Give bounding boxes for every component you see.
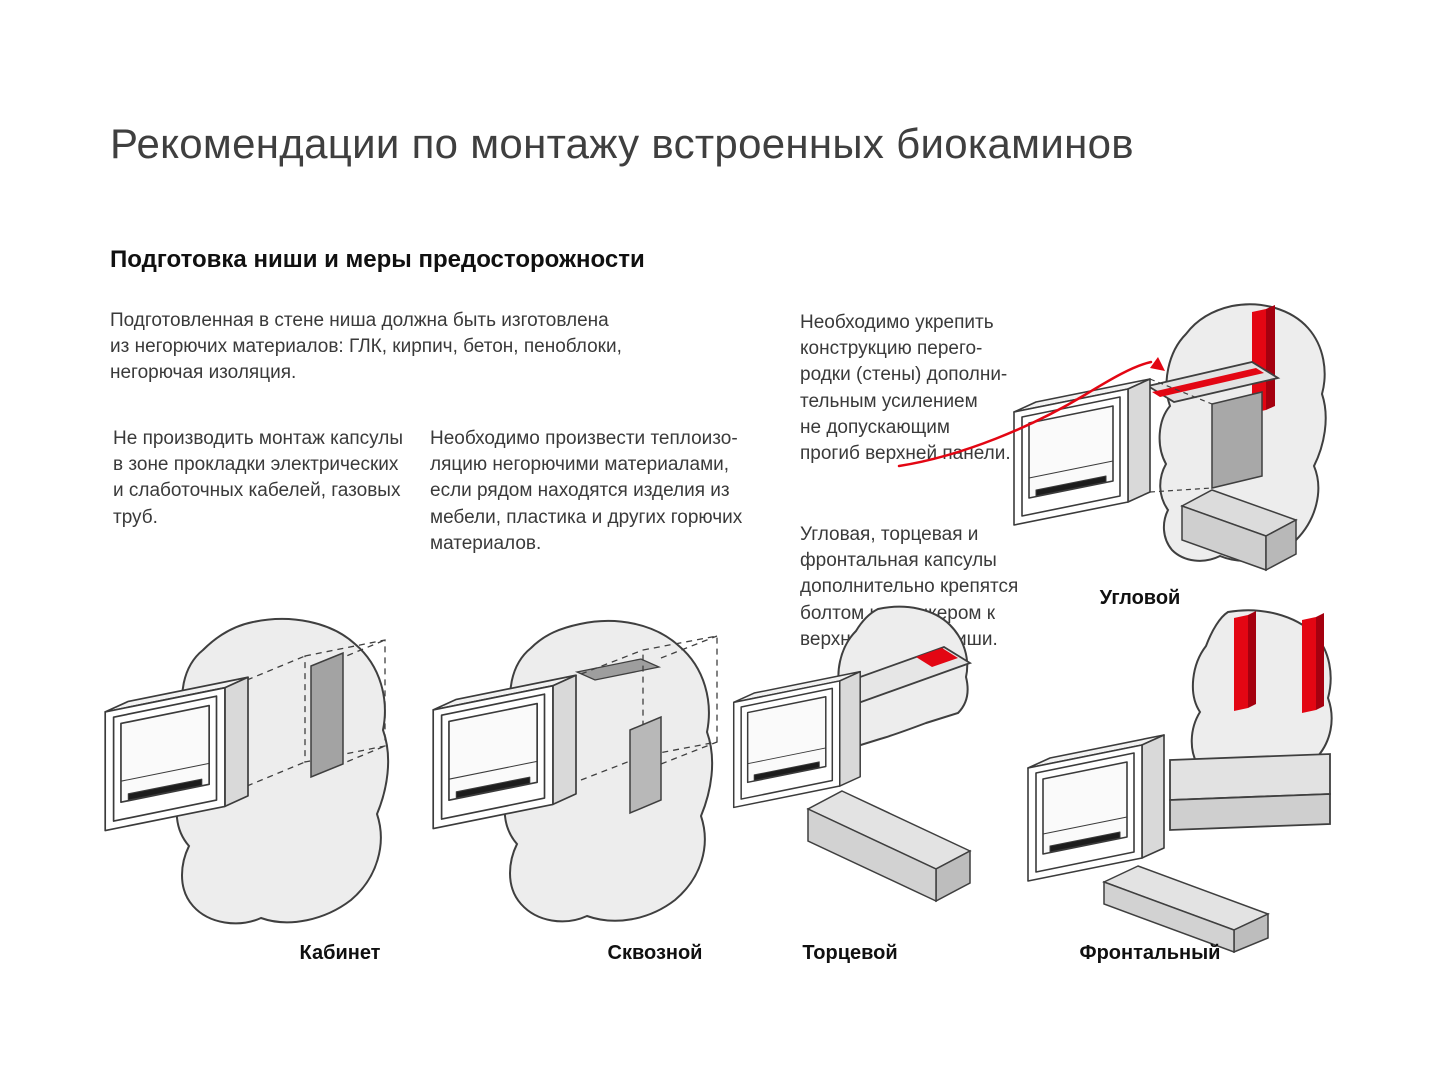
cabinet-niche-wall — [310, 651, 344, 779]
intro-paragraph: Подготовленная в стене ниша должна быть … — [110, 310, 622, 384]
arrow-head — [1150, 357, 1165, 371]
end-panel-red-stripe — [916, 648, 958, 667]
cabinet-hidden-box — [246, 639, 386, 787]
section-heading: Подготовка ниши и меры предосторожности — [110, 246, 645, 273]
page-title: Рекомендации по монтажу встроенных биока… — [110, 120, 1134, 167]
frontal-diagram-label: Фронтальный — [1079, 942, 1221, 964]
arrow-curve — [897, 360, 1153, 468]
cabinet-diagram — [104, 617, 390, 925]
frontal-red-stripe2-side — [1316, 613, 1324, 710]
through-niche-top — [574, 658, 662, 681]
through-niche-wall — [629, 715, 662, 815]
end-capsule — [732, 670, 861, 809]
corner-block-side — [1265, 518, 1297, 572]
frontal-red-stripe1-side — [1248, 611, 1256, 708]
frontal-red-stripe2-front — [1302, 617, 1316, 713]
note-reinforcement-paragraph: Необходимо укрепить конструкцию перего- … — [800, 312, 1011, 465]
through-diagram-label: Сквозной — [607, 942, 703, 964]
cabinet-diagram-label: Кабинет — [299, 942, 381, 964]
warning-cables-paragraph: Не производить монтаж капсулы в зоне про… — [113, 428, 404, 528]
corner-diagram-label: Угловой — [1099, 587, 1181, 609]
corner-inner-wall — [1211, 391, 1263, 489]
frontal-shelf-top — [1169, 753, 1331, 801]
frontal-capsule — [1027, 734, 1165, 882]
corner-red-stripe-front — [1252, 309, 1266, 413]
frontal-red-stripe1-front — [1234, 615, 1248, 711]
through-diagram — [432, 619, 718, 923]
corner-diagram — [1013, 303, 1327, 572]
pointer-arrow — [897, 357, 1165, 468]
frontal-shelf-front — [1169, 793, 1331, 831]
end-beam-front — [807, 807, 937, 903]
end-diagram-label: Торцевой — [802, 942, 898, 964]
corner-panel-red-stripe — [1152, 368, 1264, 397]
corner-red-stripe-side — [1266, 305, 1275, 410]
frontal-beam-front — [1103, 880, 1235, 953]
warning-insulation-paragraph: Необходимо произвести теплоизо- ляцию не… — [430, 428, 743, 554]
frontal-diagram — [1027, 609, 1333, 953]
end-diagram — [732, 605, 973, 903]
